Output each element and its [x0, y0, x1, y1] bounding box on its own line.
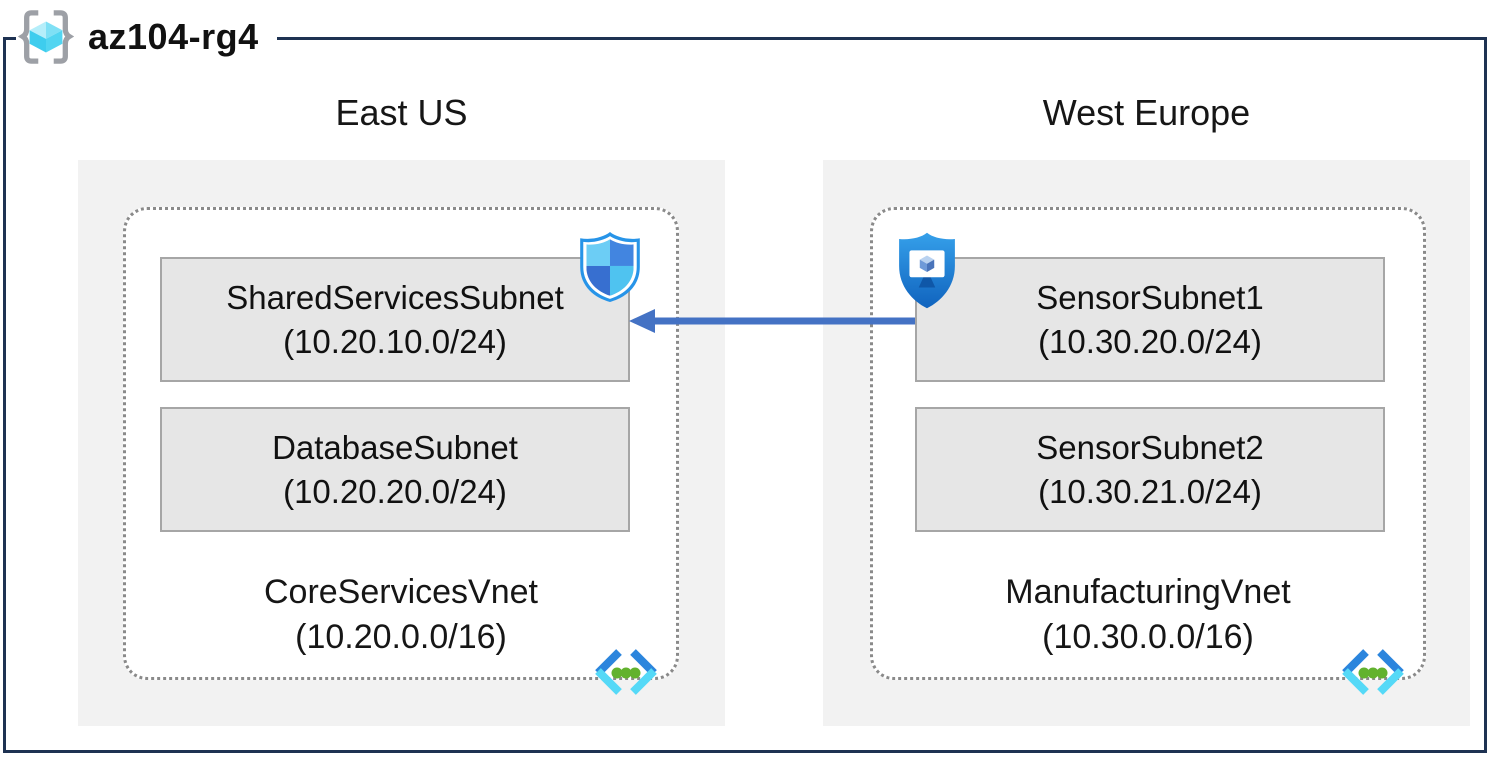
subnet-cidr: (10.20.20.0/24) — [283, 472, 507, 510]
subnet-sensor2: SensorSubnet2 (10.30.21.0/24) — [915, 407, 1385, 532]
subnet-database: DatabaseSubnet (10.20.20.0/24) — [160, 407, 630, 532]
vnet-label-coreservices: CoreServicesVnet (10.20.0.0/16) — [123, 570, 679, 660]
vnet-label-manufacturing: ManufacturingVnet (10.30.0.0/16) — [870, 570, 1426, 660]
vnet-name: CoreServicesVnet — [263, 573, 538, 611]
subnet-name: SensorSubnet2 — [1036, 428, 1264, 466]
subnet-sharedservices: SharedServicesSubnet (10.20.10.0/24) — [160, 257, 630, 382]
resource-group-header: az104-rg4 — [16, 8, 277, 66]
region-title-east-us: East US — [335, 92, 468, 133]
subnet-cidr: (10.30.20.0/24) — [1038, 322, 1262, 360]
subnet-name: SensorSubnet1 — [1036, 278, 1264, 316]
virtual-network-icon — [595, 649, 657, 695]
vnet-cidr: (10.20.0.0/16) — [295, 618, 507, 656]
page-title: az104-rg4 — [88, 16, 259, 57]
resource-group-frame — [3, 37, 1487, 753]
resource-group-icon — [18, 10, 74, 64]
application-security-group-shield-icon — [899, 232, 955, 309]
region-title-west-europe: West Europe — [1042, 92, 1251, 133]
vnet-name: ManufacturingVnet — [1005, 573, 1291, 611]
virtual-network-icon — [1342, 649, 1404, 695]
network-security-group-shield-icon — [580, 232, 640, 302]
vnet-peering-arrow — [629, 309, 915, 333]
subnet-name: DatabaseSubnet — [272, 428, 518, 466]
vnet-cidr: (10.30.0.0/16) — [1042, 618, 1254, 656]
subnet-cidr: (10.20.10.0/24) — [283, 322, 507, 360]
subnet-cidr: (10.30.21.0/24) — [1038, 472, 1262, 510]
subnet-sensor1: SensorSubnet1 (10.30.20.0/24) — [915, 257, 1385, 382]
subnet-name: SharedServicesSubnet — [226, 278, 564, 316]
